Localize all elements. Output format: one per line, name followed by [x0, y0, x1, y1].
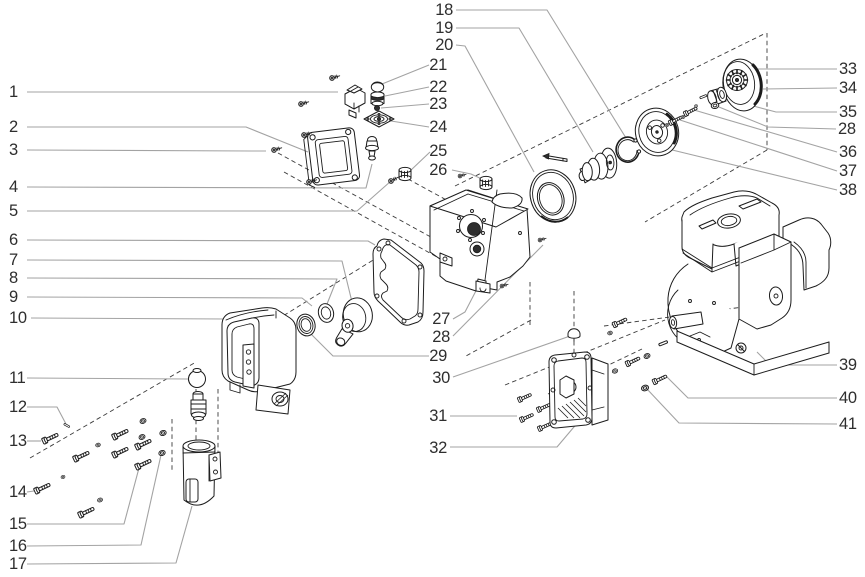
callout-18: 18: [435, 1, 453, 19]
callout-27: 27: [432, 310, 450, 328]
screw-part-5: [387, 174, 400, 185]
bolt-cluster-part: [32, 417, 168, 519]
callout-4: 4: [9, 178, 18, 196]
callout-14: 14: [9, 483, 27, 501]
engine-mount-bolts-part: [606, 316, 669, 393]
callout-29: 29: [429, 347, 447, 365]
callout-39: 39: [839, 356, 857, 374]
knurled-nut-25-part: [398, 166, 412, 182]
callout-24: 24: [429, 118, 447, 136]
callout-13: 13: [9, 432, 27, 450]
callout-10: 10: [9, 309, 27, 327]
callout-2: 2: [9, 118, 18, 136]
callout-5: 5: [9, 202, 18, 220]
gasket-part: [372, 238, 425, 326]
clutch-part: [722, 58, 763, 112]
callout-37: 37: [839, 162, 857, 180]
callout-32: 32: [429, 439, 447, 457]
callout-40: 40: [839, 389, 857, 407]
valve-stack-part: [363, 81, 395, 128]
seal-ring-part: [317, 303, 335, 323]
callout-28-mid: 28: [432, 328, 450, 346]
callout-30: 30: [432, 369, 450, 387]
callout-20: 20: [435, 36, 453, 54]
worm-gear-part: [578, 147, 618, 184]
callout-3: 3: [9, 141, 18, 159]
gear-housing-part: [429, 189, 531, 294]
callout-33: 33: [839, 60, 857, 78]
pump-housing-part: [221, 307, 297, 415]
callout-23: 23: [429, 95, 447, 113]
engine-part: [667, 190, 832, 376]
switch-part: [344, 84, 366, 119]
callout-8: 8: [9, 269, 18, 287]
callout-34: 34: [839, 79, 857, 97]
washer-28-part: [710, 101, 720, 110]
callout-17: 17: [9, 555, 27, 573]
callout-28-right: 28: [838, 120, 856, 138]
callout-11: 11: [9, 369, 26, 387]
bearing-ring-part: [529, 169, 577, 223]
callout-31: 31: [429, 407, 447, 425]
parts-artwork: [32, 58, 832, 519]
callout-35: 35: [839, 103, 857, 121]
hub-spacer-part: [707, 86, 728, 106]
callout-36: 36: [839, 143, 857, 161]
cap-nut-part: [567, 328, 581, 342]
callout-15: 15: [9, 515, 27, 533]
callout-22: 22: [429, 78, 447, 96]
callout-41: 41: [839, 415, 857, 433]
oring-part: [296, 313, 316, 337]
key-pin-part: [542, 152, 568, 162]
callout-labels: 1 2 3 4 5 6 7 8 9 10 11 12 13 14 15 16 1…: [9, 1, 857, 573]
cam-part: [335, 297, 373, 347]
callout-38: 38: [839, 181, 857, 199]
snap-ring-part: [615, 136, 642, 163]
callout-25: 25: [429, 142, 447, 160]
bell-housing-bolts-part: [516, 391, 553, 433]
callout-12: 12: [9, 398, 27, 416]
leader-lines: [26, 9, 838, 565]
plunger-part: [188, 368, 207, 421]
callout-1: 1: [9, 83, 18, 101]
callout-6: 6: [9, 231, 18, 249]
knurled-nut-26-part: [479, 175, 493, 191]
pulley-part: [634, 107, 680, 157]
relief-valve-part: [365, 136, 379, 161]
callout-19: 19: [435, 19, 453, 37]
callout-7: 7: [9, 251, 18, 269]
bell-housing-part: [548, 351, 609, 429]
callout-16: 16: [9, 537, 27, 555]
cylinder-part: [182, 439, 222, 506]
cover-plate-part: [303, 127, 361, 188]
callout-26: 26: [429, 161, 447, 179]
callout-9: 9: [9, 288, 18, 306]
callout-21: 21: [429, 56, 447, 74]
